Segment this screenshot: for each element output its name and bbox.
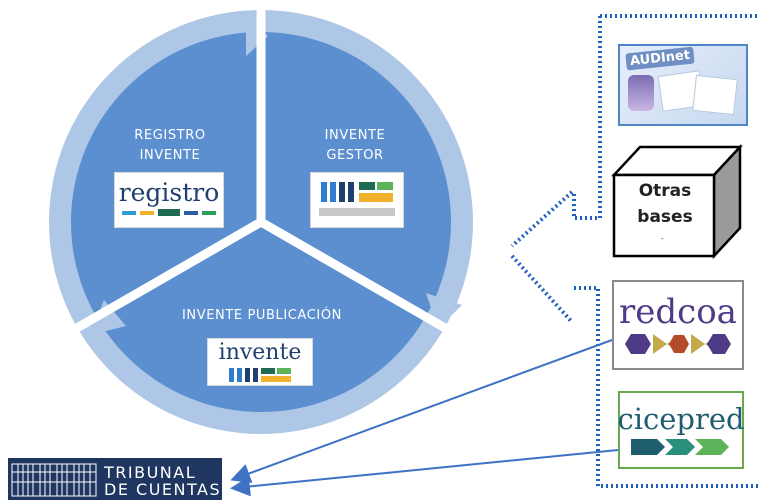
invente-bar	[237, 368, 242, 382]
redcoa-hexagon	[625, 334, 651, 354]
connector-cicepred-to-tribunal	[230, 449, 619, 497]
registro-logo: registro	[114, 172, 224, 228]
separator-left	[67, 218, 264, 336]
redcoa-hexagon	[707, 334, 731, 354]
invente-logo: invente	[207, 338, 313, 386]
invente-block	[261, 368, 275, 374]
redcoa-hexagon	[669, 335, 689, 353]
otras-bases-mark: -	[661, 234, 664, 243]
gestor-block	[359, 182, 375, 190]
cicepred-chevron	[665, 438, 695, 455]
stripe	[140, 211, 154, 215]
audinet-page	[692, 74, 738, 116]
invente-bar	[229, 368, 234, 382]
gestor-block	[359, 193, 393, 202]
stripe	[122, 211, 136, 215]
cicepred-logo-arrows	[631, 438, 729, 455]
cicepred-logo: cicepred	[617, 391, 745, 469]
bracket-bottom	[574, 286, 758, 488]
bracket-arrow-up	[510, 190, 574, 248]
tribunal-de-cuentas-logo: TRIBUNAL DE CUENTAS	[8, 458, 222, 500]
invente-bar	[253, 368, 258, 382]
gestor-logo	[310, 172, 404, 228]
cicepred-chevron	[695, 438, 729, 455]
ring-arrowhead-left	[90, 300, 126, 335]
stripe	[184, 211, 198, 215]
audinet-logo-graphic	[620, 67, 740, 116]
otras-bases-line1: Otras	[638, 181, 692, 201]
invente-logo-graphic	[229, 368, 291, 382]
invente-blocks	[261, 368, 291, 382]
otras-bases-cube	[611, 143, 743, 260]
gestor-block	[377, 182, 393, 190]
redcoa-logo: redcoa	[612, 280, 744, 370]
cicepred-logo-text: cicepred	[617, 401, 745, 436]
tribunal-building-icon	[11, 463, 97, 497]
tribunal-line2: DE CUENTAS	[104, 480, 222, 499]
segment-label-registro-line2: INVENTE	[140, 148, 201, 163]
segment-label-gestor-line2: GESTOR	[326, 148, 383, 163]
audinet-logo: AUDInet	[618, 44, 748, 126]
otras-bases-line2: bases	[637, 207, 693, 227]
invente-block	[261, 376, 291, 382]
redcoa-logo-text: redcoa	[619, 292, 737, 332]
tribunal-line1: TRIBUNAL	[104, 463, 197, 482]
bracket-arrow-down	[510, 254, 574, 324]
bracket-top	[572, 14, 758, 220]
cicepred-chevron	[631, 438, 665, 455]
connector-redcoa-to-tribunal	[230, 339, 613, 483]
stripe	[158, 209, 180, 216]
stripe	[202, 211, 216, 215]
registro-logo-stripes	[122, 209, 216, 216]
audinet-figure	[628, 75, 654, 111]
separator-right	[258, 218, 455, 336]
cycle-diagram: REGISTRO INVENTE INVENTE GESTOR INVENTE …	[49, 6, 473, 434]
registro-logo-text: registro	[118, 178, 220, 207]
gestor-bar	[321, 182, 327, 202]
gestor-bar	[330, 182, 336, 202]
invente-block	[277, 368, 291, 374]
otras-bases-label: Otras bases	[617, 178, 713, 230]
gestor-logo-graphic	[317, 178, 397, 222]
invente-logo-text: invente	[218, 340, 302, 365]
segment-label-registro-line1: REGISTRO	[134, 128, 205, 143]
sources-bracket	[510, 14, 758, 488]
segment-label-gestor-line1: INVENTE	[325, 128, 386, 143]
redcoa-logo-shapes	[625, 334, 731, 354]
gestor-base-bar	[319, 208, 395, 216]
gestor-bar	[348, 182, 354, 202]
gestor-bar	[339, 182, 345, 202]
invente-bar	[245, 368, 250, 382]
segment-label-publicacion: INVENTE PUBLICACIÓN	[182, 307, 342, 323]
redcoa-bowtie	[653, 334, 667, 354]
redcoa-bowtie	[691, 334, 705, 354]
cube-front-face	[612, 173, 716, 258]
